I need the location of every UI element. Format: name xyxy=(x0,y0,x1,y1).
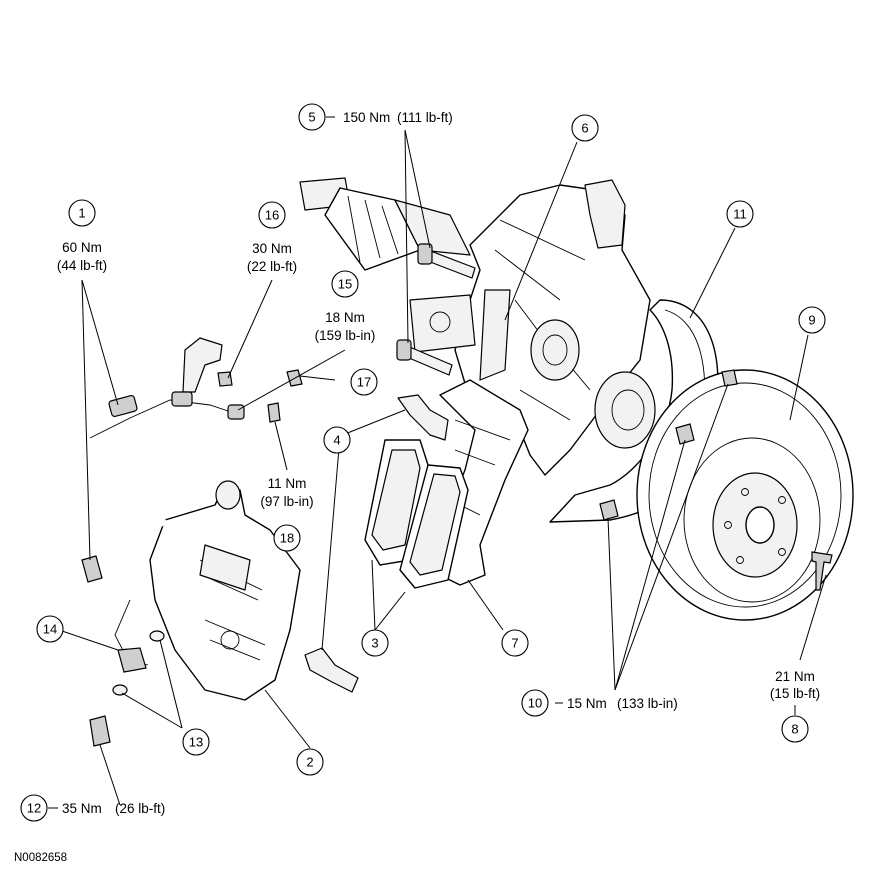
brake-pads xyxy=(364,439,469,589)
svg-text:9: 9 xyxy=(808,313,815,328)
callout-18: 18 11 Nm (97 lb-in) xyxy=(260,476,314,552)
disc-screw xyxy=(811,551,833,591)
svg-text:7: 7 xyxy=(511,636,518,651)
svg-text:(15 lb-ft): (15 lb-ft) xyxy=(770,686,820,701)
svg-text:4: 4 xyxy=(333,433,340,448)
svg-text:150 Nm: 150 Nm xyxy=(343,110,390,125)
svg-text:(133 lb-in): (133 lb-in) xyxy=(617,696,678,711)
callout-5: 5 150 Nm (111 lb-ft) xyxy=(298,103,453,131)
svg-text:21 Nm: 21 Nm xyxy=(775,669,815,684)
svg-text:18: 18 xyxy=(280,531,294,546)
svg-text:(111 lb-ft): (111 lb-ft) xyxy=(397,110,453,125)
callout-14: 14 xyxy=(36,615,64,643)
svg-text:12: 12 xyxy=(27,801,41,816)
svg-text:3: 3 xyxy=(371,636,378,651)
callout-2: 2 xyxy=(296,748,324,776)
caliper-bolts xyxy=(81,555,165,747)
callout-7: 7 xyxy=(501,629,529,657)
svg-text:5: 5 xyxy=(308,110,315,125)
svg-text:15 Nm: 15 Nm xyxy=(567,696,607,711)
svg-text:18 Nm: 18 Nm xyxy=(325,310,365,325)
callout-16: 16 30 Nm (22 lb-ft) xyxy=(247,201,297,274)
svg-text:(26 lb-ft): (26 lb-ft) xyxy=(115,801,165,816)
callout-13: 13 xyxy=(182,728,210,756)
svg-text:11 Nm: 11 Nm xyxy=(268,476,307,491)
brake-hose xyxy=(64,337,303,673)
callout-4: 4 xyxy=(323,426,351,454)
caliper xyxy=(149,480,301,701)
callout-15: 15 18 Nm (159 lb-in) xyxy=(315,270,376,343)
svg-text:1: 1 xyxy=(78,206,85,221)
svg-text:(97 lb-in): (97 lb-in) xyxy=(260,494,313,509)
callout-10: 10 15 Nm (133 lb-in) xyxy=(521,689,678,717)
svg-text:14: 14 xyxy=(43,622,57,637)
callout-11: 11 xyxy=(726,200,754,228)
leader-lines xyxy=(48,116,827,809)
svg-text:(44 lb-ft): (44 lb-ft) xyxy=(57,258,107,273)
svg-text:16: 16 xyxy=(265,208,279,223)
svg-text:60 Nm: 60 Nm xyxy=(62,240,102,255)
svg-text:(159 lb-in): (159 lb-in) xyxy=(315,328,376,343)
anti-rattle-clips xyxy=(304,394,449,693)
callout-12: 12 35 Nm (26 lb-ft) xyxy=(20,794,165,822)
svg-text:2: 2 xyxy=(306,755,313,770)
svg-text:15: 15 xyxy=(338,277,352,292)
svg-text:11: 11 xyxy=(733,207,747,222)
svg-text:35 Nm: 35 Nm xyxy=(62,801,102,816)
callout-1: 1 60 Nm (44 lb-ft) xyxy=(57,199,107,273)
knuckle-bolts xyxy=(396,243,476,376)
callout-6: 6 xyxy=(571,114,599,142)
svg-text:(22 lb-ft): (22 lb-ft) xyxy=(247,259,297,274)
callout-9: 9 xyxy=(798,306,826,334)
callout-17: 17 xyxy=(350,368,378,396)
svg-text:17: 17 xyxy=(357,375,371,390)
svg-text:8: 8 xyxy=(791,722,798,737)
drive-shaft xyxy=(299,177,471,271)
shield-bolts xyxy=(599,369,738,521)
caliper-bracket xyxy=(439,289,529,586)
svg-text:30 Nm: 30 Nm xyxy=(252,241,292,256)
artwork xyxy=(64,177,854,747)
svg-text:13: 13 xyxy=(189,735,203,750)
callout-8: 8 21 Nm (15 lb-ft) xyxy=(770,669,820,743)
figure-id: N0082658 xyxy=(14,852,67,864)
callout-3: 3 xyxy=(361,629,389,657)
svg-text:6: 6 xyxy=(581,121,588,136)
svg-text:10: 10 xyxy=(528,696,542,711)
